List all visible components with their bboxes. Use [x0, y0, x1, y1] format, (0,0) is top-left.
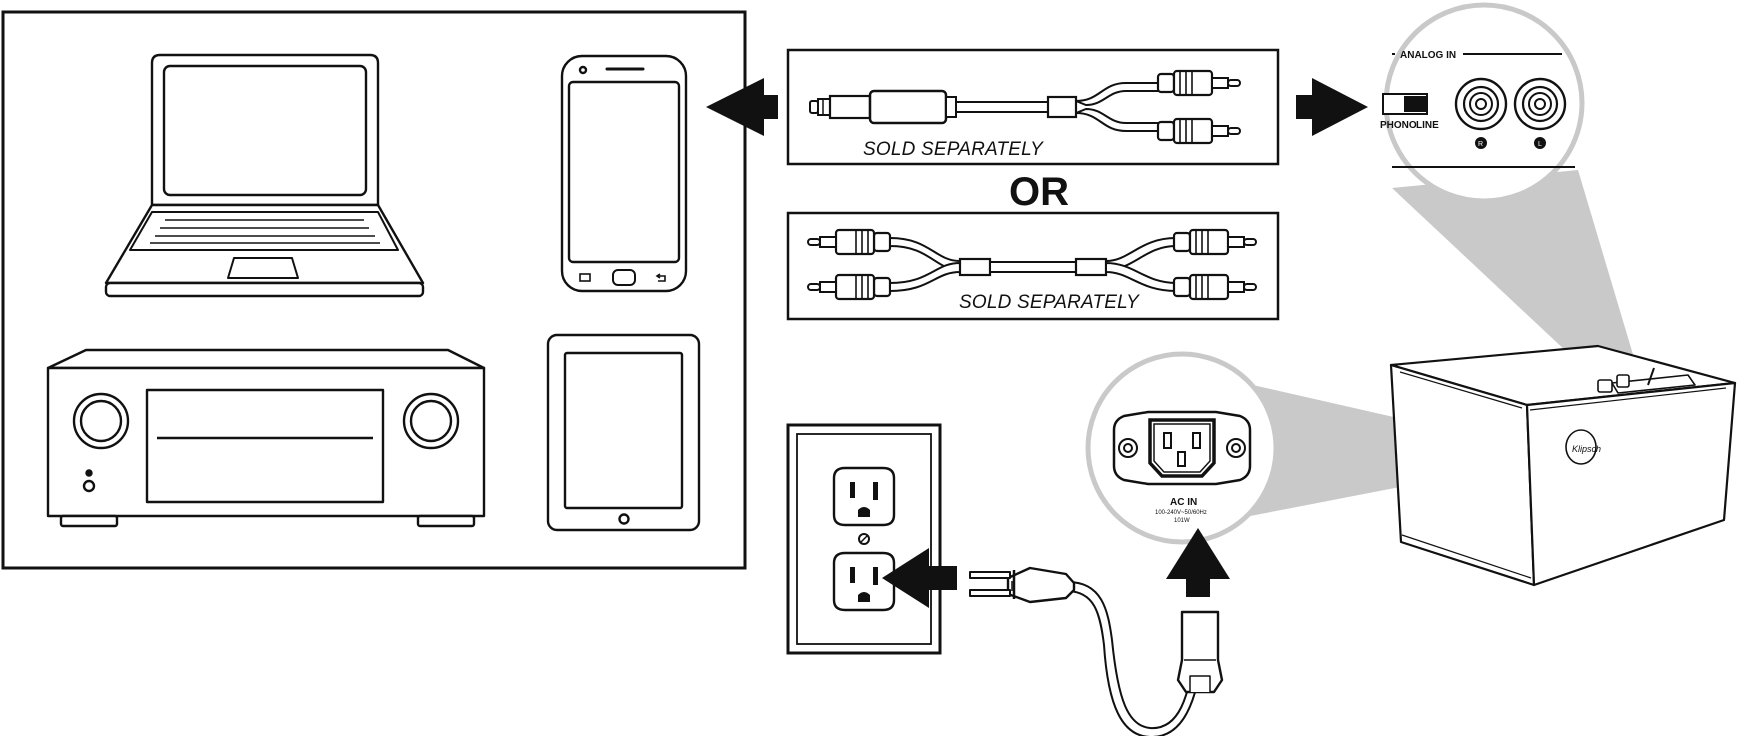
line-label: LINE	[1416, 120, 1439, 131]
arrow-into-outlet-icon	[882, 548, 957, 608]
rca-jack-left: L	[1513, 77, 1567, 149]
rca-to-rca-cable-box: SOLD SEPARATELY	[786, 211, 1280, 321]
cable-label-2: SOLD SEPARATELY	[959, 292, 1140, 313]
jack-l-label: L	[1538, 141, 1542, 148]
svg-text:Klipsch: Klipsch	[1572, 444, 1601, 454]
cable-label-1: SOLD SEPARATELY	[863, 139, 1044, 160]
av-receiver-icon	[46, 348, 486, 528]
ac-in-zoom-circle: AC IN 100-240V~50/60Hz 101W	[1085, 351, 1279, 545]
rca-to-rca-cable-icon	[806, 228, 1258, 301]
tablet-icon	[546, 333, 701, 532]
speaker-icon: Klipsch	[1389, 344, 1737, 587]
smartphone-icon	[560, 54, 688, 293]
aux-to-rca-cable-box: SOLD SEPARATELY	[786, 48, 1280, 166]
ac-in-spec: 100-240V~50/60Hz	[1155, 510, 1207, 516]
phono-line-switch: PHONO LINE	[1380, 93, 1439, 131]
arrow-up-icon	[1166, 528, 1230, 597]
laptop-icon	[104, 53, 425, 298]
aux-to-rca-cable-icon	[809, 69, 1242, 145]
source-devices-panel	[1, 10, 747, 570]
or-label: OR	[1009, 170, 1069, 214]
analog-in-zoom-circle: ANALOG IN PHONO LINE R L	[1380, 2, 1585, 204]
arrow-right-icon	[1296, 78, 1368, 136]
wall-outlet-icon	[786, 423, 942, 655]
ac-in-title: AC IN	[1170, 497, 1197, 508]
jack-r-label: R	[1478, 141, 1483, 148]
ac-in-power: 101W	[1174, 518, 1190, 524]
analog-zoom-cone	[1392, 170, 1640, 383]
rca-jack-right: R	[1454, 77, 1508, 149]
arrow-left-icon	[706, 78, 778, 136]
phono-label: PHONO	[1380, 120, 1417, 131]
power-cord-icon	[969, 566, 1224, 736]
analog-in-label: ANALOG IN	[1400, 50, 1456, 61]
